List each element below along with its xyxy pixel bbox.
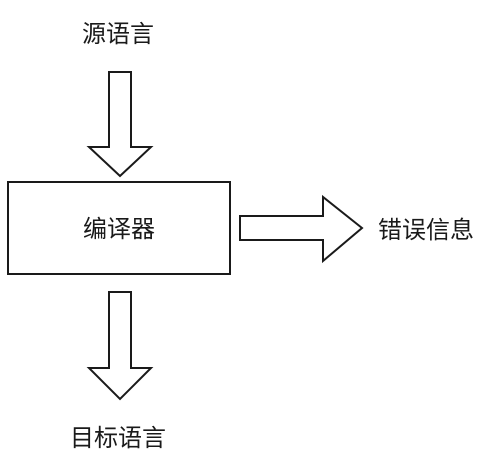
source-language-label: 源语言 xyxy=(82,20,154,48)
arrow-compiler-to-target xyxy=(86,291,154,401)
compiler-label: 编译器 xyxy=(83,215,155,243)
arrow-source-to-compiler xyxy=(86,71,154,178)
target-language-label: 目标语言 xyxy=(70,424,166,452)
arrow-compiler-to-error xyxy=(239,194,364,264)
compiler-box: 编译器 xyxy=(7,181,231,275)
error-info-label: 错误信息 xyxy=(378,216,474,244)
